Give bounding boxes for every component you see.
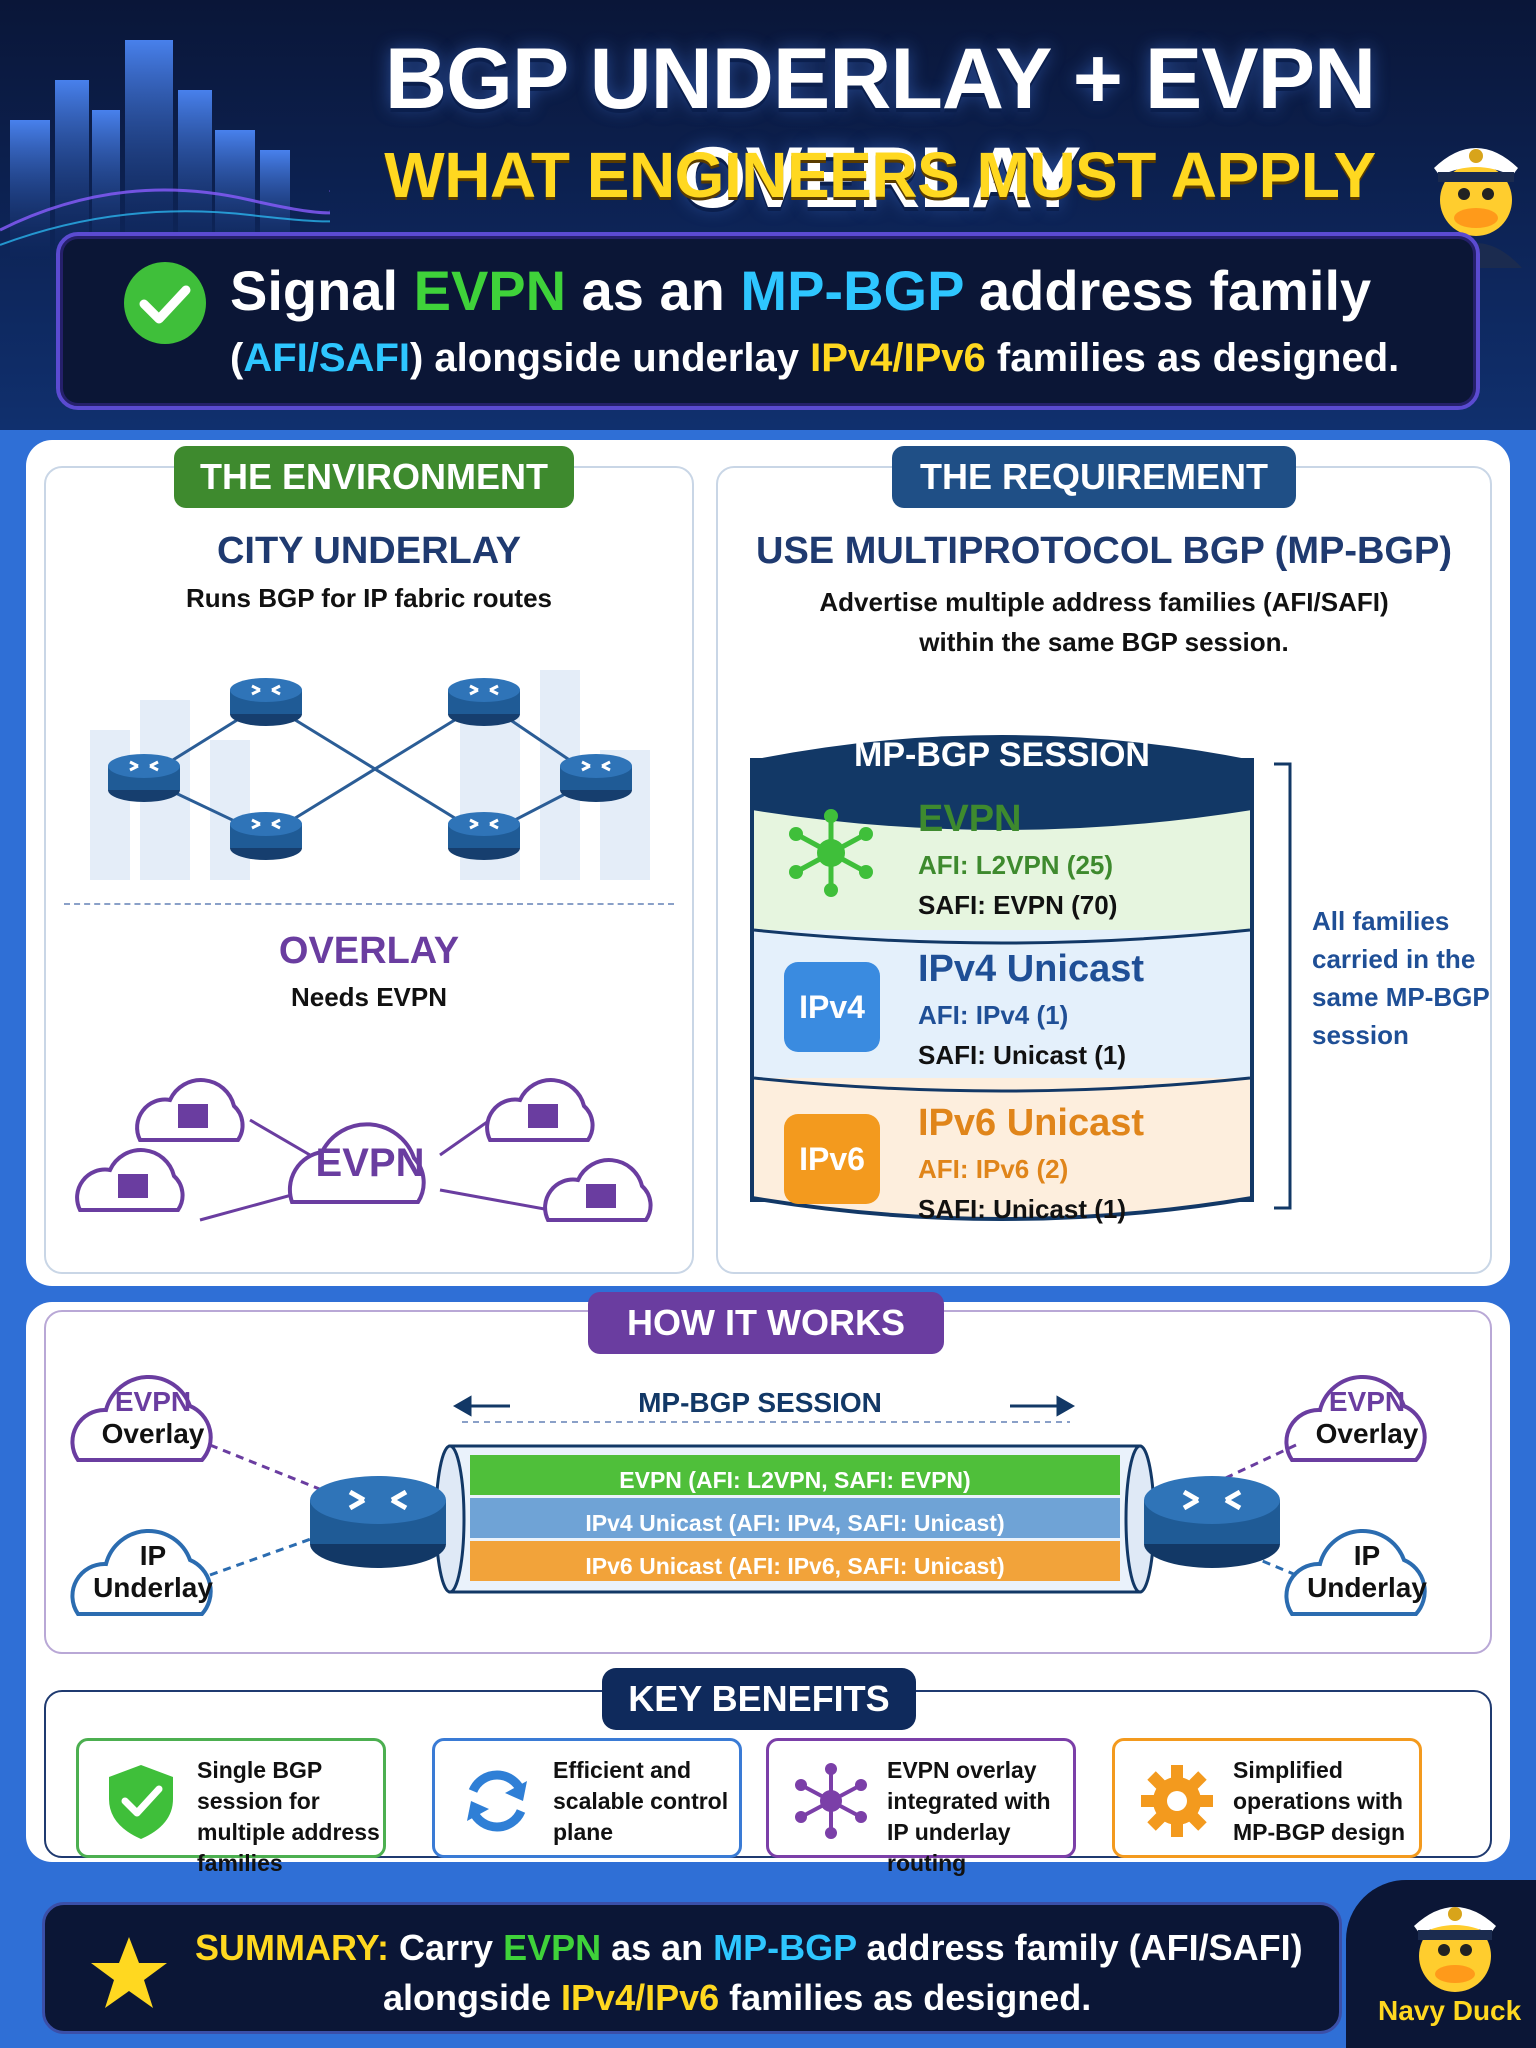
- page-subtitle: WHAT ENGINEERS MUST APPLY: [384, 139, 1376, 211]
- check-circle-icon: [124, 262, 206, 344]
- mp-bgp-session-stack: MP-BGP SESSION EVPN AFI: L2VPN (25) SAFI…: [750, 720, 1254, 1240]
- city-underlay-title: CITY UNDERLAY: [216, 530, 522, 572]
- how-it-works-pill: HOW IT WORKS: [588, 1292, 944, 1354]
- summary-line-1: SUMMARY: Carry EVPN as an MP-BGP address…: [195, 1927, 1303, 1968]
- overlay-cloud-diagram: [75, 1078, 653, 1222]
- how-session-label: MP-BGP SESSION: [638, 1387, 882, 1418]
- refresh-icon: [467, 1770, 527, 1832]
- overlay-title: OVERLAY: [278, 930, 460, 972]
- requirement-title: USE MULTIPROTOCOL BGP (MP-BGP): [756, 530, 1452, 572]
- lane-ipv4: IPv4 Unicast (AFI: IPv4, SAFI: Unicast): [585, 1510, 1005, 1536]
- how-it-works-diagram: [70, 1374, 1427, 1616]
- underlay-fabric-diagram: [90, 670, 650, 880]
- network-hub-icon: [795, 1763, 867, 1839]
- banner-line-1: Signal EVPN as an MP-BGP address family: [230, 259, 1372, 322]
- gear-icon: [1141, 1765, 1213, 1837]
- city-skyline-illustration: [0, 40, 330, 260]
- banner-line-2: (AFI/SAFI) alongside underlay IPv4/IPv6 …: [230, 336, 1400, 380]
- requirement-subtitle-1: Advertise multiple address families (AFI…: [819, 587, 1389, 617]
- ipv4-badge: IPv4: [784, 962, 880, 1052]
- benefit-efficient-control-plane: Efficient and scalable control plane: [432, 1738, 742, 1858]
- key-statement-banner: Signal EVPN as an MP-BGP address family …: [56, 232, 1480, 410]
- divider: [64, 903, 674, 905]
- brand-name: Navy Duck: [1378, 1995, 1522, 2026]
- hero-header: BGP UNDERLAY + EVPN OVERLAY WHAT ENGINEE…: [0, 0, 1536, 430]
- star-icon: [91, 1937, 167, 2008]
- summary-box: SUMMARY: Carry EVPN as an MP-BGP address…: [42, 1902, 1342, 2034]
- lane-evpn: EVPN (AFI: L2VPN, SAFI: EVPN): [619, 1467, 971, 1493]
- overlay-subtitle: Needs EVPN: [290, 982, 448, 1012]
- benefit-simplified-operations: Simplified operations with MP-BGP design: [1112, 1738, 1422, 1858]
- side-note: All families carried in the same MP-BGP …: [1312, 906, 1490, 1050]
- summary-line-2: alongside IPv4/IPv6 families as designed…: [383, 1977, 1092, 2018]
- ipv6-badge: IPv6: [784, 1114, 880, 1204]
- session-label: MP-BGP SESSION: [854, 736, 1150, 774]
- router-left-icon: [310, 1476, 446, 1568]
- environment-pill: THE ENVIRONMENT: [174, 446, 574, 508]
- evpn-cloud-label: EVPN: [315, 1141, 425, 1185]
- benefit-single-session: Single BGP session for multiple address …: [76, 1738, 386, 1876]
- benefit-evpn-integrated: EVPN overlay integrated with IP underlay…: [766, 1738, 1076, 1876]
- router-icon: [108, 754, 180, 802]
- city-underlay-subtitle: Runs BGP for IP fabric routes: [185, 583, 552, 613]
- key-benefits-pill: KEY BENEFITS: [602, 1668, 916, 1730]
- bracket: [1274, 762, 1292, 1210]
- lane-ipv6: IPv6 Unicast (AFI: IPv6, SAFI: Unicast): [585, 1553, 1005, 1579]
- requirement-subtitle-2: within the same BGP session.: [919, 627, 1289, 657]
- requirement-pill: THE REQUIREMENT: [892, 446, 1296, 508]
- page-title: BGP UNDERLAY + EVPN OVERLAY: [384, 31, 1376, 226]
- shield-check-icon: [109, 1765, 173, 1839]
- navy-duck-mascot-icon: [1414, 1907, 1496, 1992]
- evpn-hub-icon: [789, 809, 873, 897]
- router-right-icon: [1144, 1476, 1280, 1568]
